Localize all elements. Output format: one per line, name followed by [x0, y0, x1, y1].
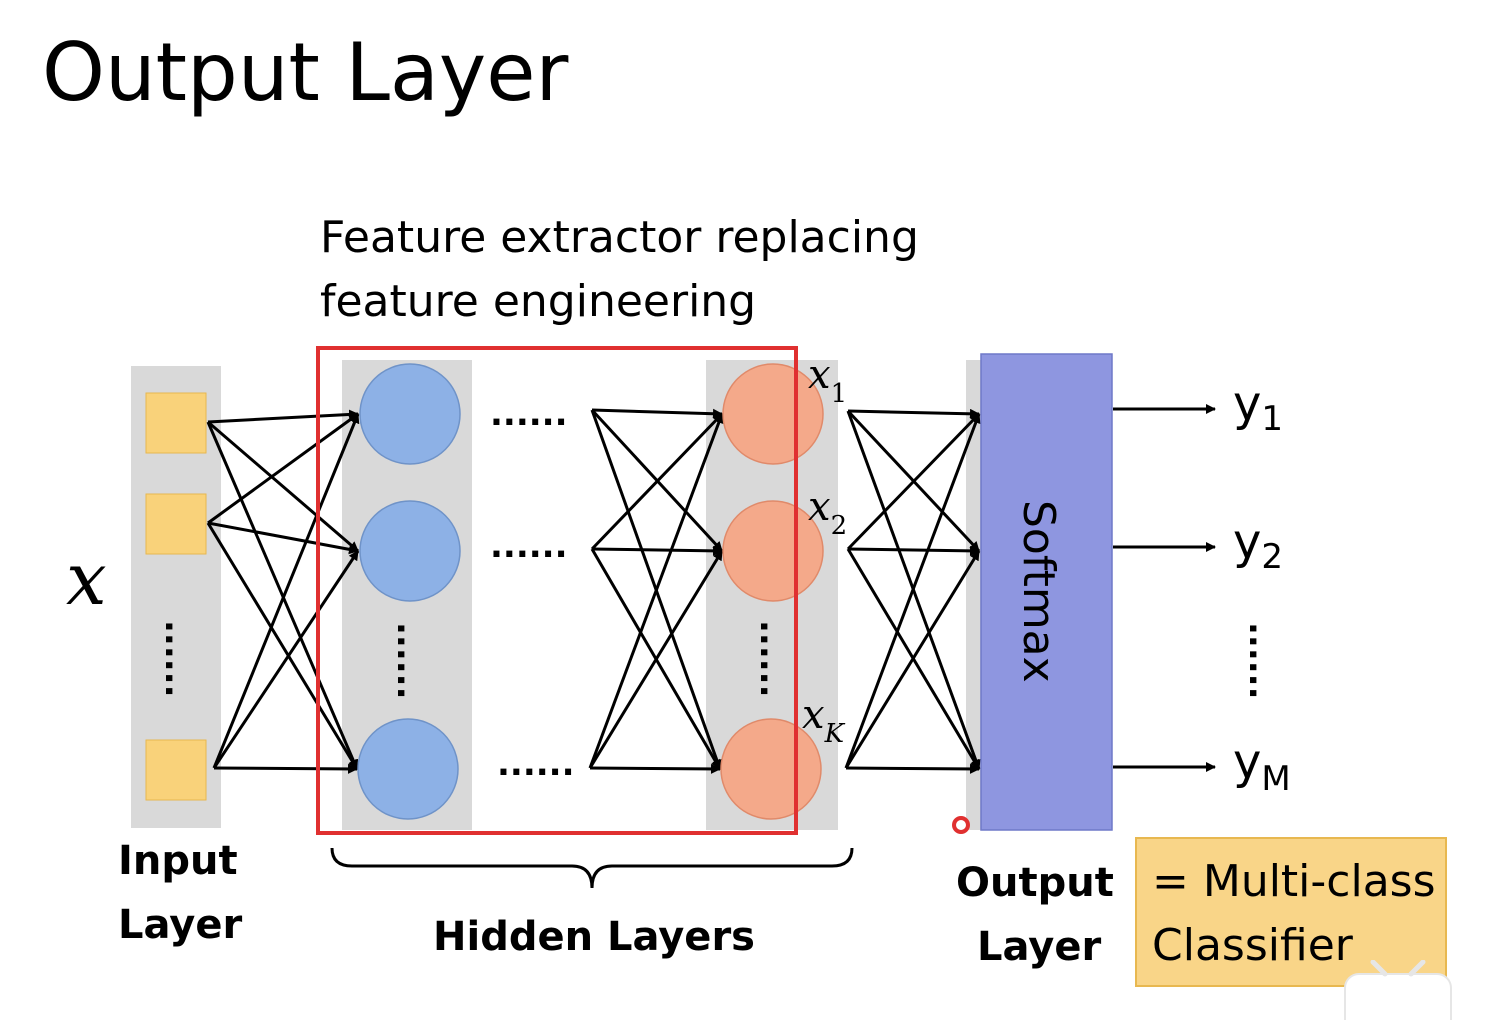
classifier-note-line-1: = Multi-class — [1152, 856, 1436, 907]
output-layer-label-2: Layer — [977, 924, 1101, 970]
output-label-1: y1 — [1233, 376, 1283, 439]
connection-line — [588, 550, 724, 769]
output-layer-label-1: Output — [956, 860, 1114, 906]
connection-line — [207, 521, 359, 555]
slide-title: Output Layer — [42, 26, 569, 119]
softmax-box — [980, 353, 1113, 831]
output-ellipsis-vertical: ...... — [1241, 622, 1281, 700]
connection-line — [212, 413, 360, 769]
hidden-node — [357, 718, 459, 820]
classifier-note-line-2: Classifier — [1152, 920, 1354, 971]
feature-label-1: x1 — [808, 352, 847, 409]
hidden-node — [359, 500, 461, 602]
input-layer-label-2: Layer — [118, 902, 242, 948]
connection-line — [206, 421, 359, 770]
connection-line — [207, 420, 359, 553]
connection-line — [844, 550, 981, 769]
classifier-note-box — [1135, 837, 1447, 987]
output-label-2: y2 — [1233, 514, 1283, 577]
feature-ellipsis-vertical: ...... — [752, 620, 792, 698]
connection-line — [590, 412, 724, 551]
softmax-label: Softmax — [1013, 500, 1064, 683]
annotation-line-2: feature engineering — [320, 276, 756, 327]
feature-extractor-highlight — [316, 346, 798, 835]
ellipsis-horizontal: ...... — [497, 744, 575, 784]
connection-line — [591, 408, 723, 419]
connection-line — [591, 545, 723, 556]
input-node — [145, 739, 207, 801]
hidden-node — [359, 363, 461, 465]
connection-lines — [206, 408, 981, 774]
connection-line — [588, 413, 724, 769]
connection-line — [206, 522, 359, 770]
connection-line — [844, 413, 981, 769]
input-node — [145, 392, 207, 454]
ellipsis-horizontal: ...... — [490, 394, 568, 434]
input-symbol: x — [66, 537, 107, 621]
connection-line — [207, 412, 359, 525]
input-node — [145, 493, 207, 555]
video-logo-icon — [1344, 960, 1452, 1020]
hidden-layers-label: Hidden Layers — [433, 914, 755, 960]
input-ellipsis-vertical: ...... — [157, 620, 197, 698]
connection-line — [213, 763, 358, 774]
input-layer-label-1: Input — [118, 838, 238, 884]
hidden-layers-brace — [330, 847, 854, 889]
connection-line — [845, 763, 980, 774]
connection-line — [207, 409, 359, 424]
connection-line — [846, 412, 981, 551]
annotation-line-1: Feature extractor replacing — [320, 212, 919, 263]
connection-line — [589, 763, 721, 774]
hidden-ellipsis-vertical: ...... — [389, 622, 429, 700]
feature-label-k: xK — [802, 692, 846, 749]
connection-line — [847, 408, 980, 419]
connection-line — [212, 550, 360, 769]
connection-line — [847, 545, 980, 556]
pointer-dot-icon — [952, 816, 970, 834]
ellipsis-horizontal: ...... — [490, 526, 568, 566]
output-label-m: yM — [1233, 734, 1291, 799]
feature-label-2: x2 — [808, 484, 847, 541]
output-column-bg — [966, 360, 982, 830]
